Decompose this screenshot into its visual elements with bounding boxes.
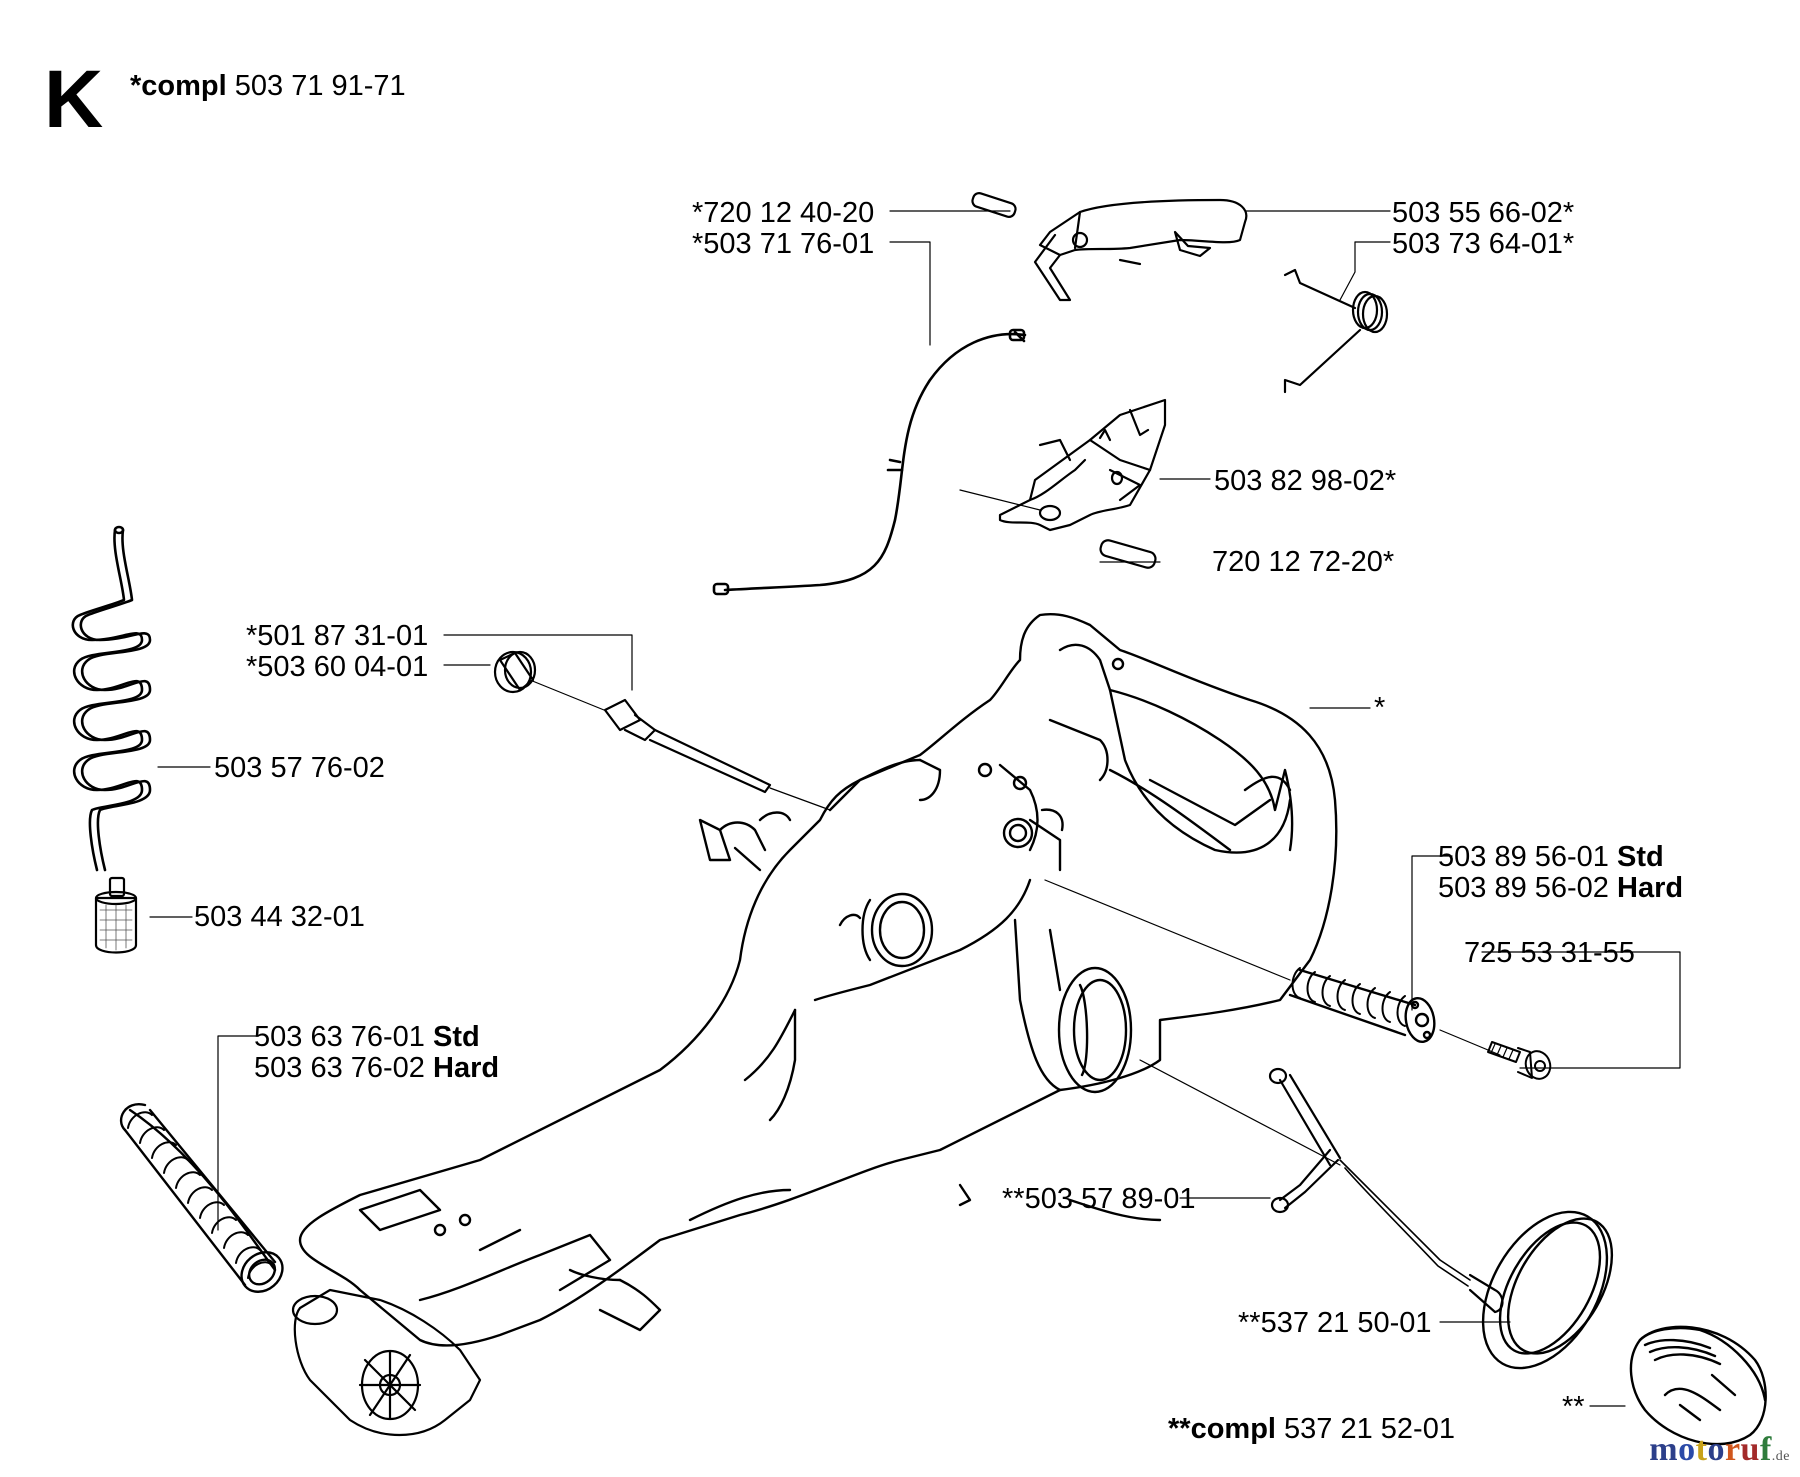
throttle-trigger <box>998 398 1167 532</box>
handle-housing <box>298 613 1338 1347</box>
part-variant: Hard <box>433 1052 500 1084</box>
watermark-tld: .de <box>1771 1449 1790 1464</box>
part-label: 503 82 98-02* <box>1214 465 1397 497</box>
part-label: 503 44 32-01 <box>194 901 365 933</box>
part-variant: Hard <box>1617 872 1684 904</box>
cap-part <box>493 650 537 694</box>
part-label: **503 57 89-01 <box>1002 1183 1196 1215</box>
part-label: 725 53 31-55 <box>1464 937 1635 969</box>
front-mount <box>291 1288 482 1436</box>
part-label: 503 73 64-01* <box>1392 228 1575 260</box>
front-antivibe-spring <box>119 1103 284 1293</box>
watermark-letter: o <box>1707 1431 1725 1468</box>
fuel-hose <box>71 525 152 872</box>
part-number: 503 89 56-02 <box>1438 872 1609 904</box>
assembly-compl-label: *compl 503 71 91-71 <box>130 70 406 102</box>
compl-prefix: **compl <box>1168 1413 1276 1445</box>
watermark-logo: motoruf.de <box>1649 1431 1790 1469</box>
rear-antivibe-spring <box>1044 879 1501 1056</box>
part-label: **537 21 50-01 <box>1238 1307 1432 1339</box>
watermark-letter: m <box>1649 1431 1679 1468</box>
tank-cap-seal <box>1481 1210 1614 1370</box>
part-variant: Std <box>433 1021 480 1053</box>
throttle-cable <box>712 328 1027 596</box>
part-label: 720 12 72-20* <box>1212 546 1395 578</box>
part-label: *503 71 76-01 <box>692 228 875 260</box>
part-label: * <box>1374 692 1386 724</box>
spring-screw <box>1487 1041 1552 1080</box>
part-label-std: 503 63 76-01 Std <box>254 1021 480 1053</box>
valve-rod <box>529 679 831 811</box>
part-label: *720 12 40-20 <box>692 197 875 229</box>
fuel-filter <box>94 876 138 954</box>
leader-lines <box>149 210 1681 1407</box>
part-label: *503 60 04-01 <box>246 651 429 683</box>
part-variant: Std <box>1617 841 1664 873</box>
compl-prefix: *compl <box>130 70 227 102</box>
lockout-lever <box>971 192 1248 302</box>
fuel-cap <box>1629 1325 1767 1446</box>
part-label: 503 55 66-02* <box>1392 197 1575 229</box>
part-number: 503 89 56-01 <box>1438 841 1609 873</box>
part-label-hard: 503 63 76-02 Hard <box>254 1052 499 1084</box>
part-label: 503 57 76-02 <box>214 752 385 784</box>
part-label: ** <box>1562 1391 1585 1423</box>
watermark-letter: o <box>1678 1431 1696 1468</box>
part-number: 503 63 76-01 <box>254 1021 425 1053</box>
part-label: *501 87 31-01 <box>246 620 429 652</box>
part-number: 503 63 76-02 <box>254 1052 425 1084</box>
trigger-pin <box>959 489 1157 569</box>
section-letter: K <box>44 54 104 145</box>
compl-number: 503 71 91-71 <box>234 70 406 102</box>
compl-number: 537 21 52-01 <box>1284 1413 1455 1445</box>
throttle-spring <box>1283 268 1389 394</box>
watermark-letter: r <box>1724 1431 1741 1468</box>
watermark-letter: t <box>1695 1431 1708 1468</box>
watermark-letter: u <box>1740 1431 1760 1468</box>
tank-vent <box>1139 1059 1504 1314</box>
cap-assembly-compl-label: **compl 537 21 52-01 <box>1168 1413 1455 1445</box>
part-label-std: 503 89 56-01 Std <box>1438 841 1664 873</box>
watermark-letter: f <box>1759 1431 1772 1468</box>
part-label-hard: 503 89 56-02 Hard <box>1438 872 1683 904</box>
